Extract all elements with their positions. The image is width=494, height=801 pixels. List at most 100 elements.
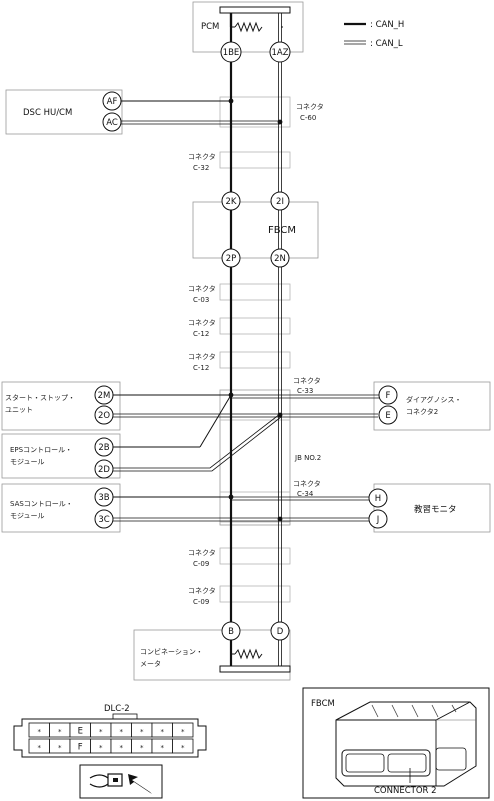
diagnosis-connector-module: ダイアグノシス・ コネクタ2 [373, 381, 491, 431]
dlc2-pin-label: * [58, 728, 62, 736]
svg-text:C-03: C-03 [193, 296, 209, 304]
fbcm-module: FBCM [192, 201, 319, 259]
dlc2-pin-label: * [161, 744, 165, 752]
junction-block-2: JB NO.2 [219, 389, 321, 526]
pin-fbcm-bot-l: 2N [274, 254, 286, 264]
dlc2-title: DLC-2 [104, 704, 130, 714]
svg-text:FBCM: FBCM [268, 225, 296, 236]
svg-text:コンビネーション・: コンビネーション・ [140, 647, 203, 656]
svg-text:JB NO.2: JB NO.2 [294, 454, 321, 462]
connector-labels: コネクタ C-60 コネクタ C-32 コネクタ C-03 コネクタ C-12 … [188, 102, 324, 606]
svg-text:C-12: C-12 [193, 330, 209, 338]
dlc2-pin-label: F [78, 743, 83, 753]
dlc2-pin-label: * [140, 728, 144, 736]
dsc-module: DSC HU/CM [5, 89, 123, 135]
dlc2-pin-label: * [120, 728, 124, 736]
svg-text:コネクタ: コネクタ [188, 586, 216, 595]
svg-text:コネクタ: コネクタ [188, 318, 216, 327]
pin-eps-h: 2B [98, 443, 109, 453]
pin-eps-l: 2D [98, 465, 110, 475]
svg-text:ダイアグノシス・: ダイアグノシス・ [406, 395, 462, 404]
pcm-module: PCM [192, 1, 304, 53]
dlc2-pin-label: * [99, 728, 103, 736]
connector-c12b [219, 351, 291, 369]
svg-text:コネクタ: コネクタ [188, 152, 216, 161]
svg-text:モジュール: モジュール [10, 458, 45, 466]
svg-text:コネクタ: コネクタ [293, 479, 321, 488]
dlc2-pin-grid: **E*******F***** [28, 722, 194, 754]
pin-diag-h: F [386, 391, 391, 401]
sas-module: SASコントロール・ モジュール [1, 483, 121, 533]
plug-illustration [79, 764, 163, 799]
connector-rectangles [219, 96, 291, 603]
svg-text:C-32: C-32 [193, 164, 209, 172]
junction-dots [228, 98, 283, 522]
dlc2-pin-label: * [58, 744, 62, 752]
pin-sas-h: 3B [98, 493, 109, 503]
connector-c12a [219, 317, 291, 335]
svg-text:C-12: C-12 [193, 364, 209, 372]
svg-text:C-09: C-09 [193, 560, 209, 568]
pin-dsc-h: AF [107, 97, 118, 107]
svg-text:コネクタ2: コネクタ2 [406, 407, 438, 416]
legend: : CAN_H : CAN_L [344, 20, 404, 49]
connector-c09a [219, 547, 291, 565]
legend-can-l: : CAN_L [370, 39, 403, 49]
pins: 1BE 1AZ AF AC 2K 2I 2P 2N 2M 2O 2B 2D 3B… [94, 41, 398, 641]
dlc2-pin-label: * [38, 744, 42, 752]
pin-ss-h: 2M [98, 391, 111, 401]
connector-c03 [219, 283, 291, 301]
svg-text:コネクタ: コネクタ [188, 352, 216, 361]
svg-text:SASコントロール・: SASコントロール・ [10, 500, 73, 508]
svg-text:コネクタ: コネクタ [188, 284, 216, 293]
svg-text:教習モニタ: 教習モニタ [414, 504, 457, 515]
dlc2-pin-label: * [38, 728, 42, 736]
svg-text:C-09: C-09 [193, 598, 209, 606]
pin-combi-l: D [277, 627, 284, 637]
start-stop-module: スタート・ストップ・ ユニット [1, 381, 121, 431]
dlc2-pin-cell [172, 722, 194, 738]
pin-pcm-l: 1AZ [271, 48, 288, 58]
dlc2-pin-label: * [161, 728, 165, 736]
can-h-wires [112, 13, 388, 666]
dlc2-pin-label: * [140, 744, 144, 752]
pin-dsc-l: AC [106, 118, 118, 128]
pin-fbcm-top-l: 2I [276, 197, 284, 207]
combination-meter-module: コンビネーション・ メータ [133, 629, 291, 681]
connector-2-caption: CONNECTOR 2 [374, 786, 437, 796]
legend-can-h: : CAN_H [370, 20, 404, 30]
pin-fbcm-bot-h: 2P [226, 254, 237, 264]
pin-combi-h: B [228, 627, 234, 637]
dlc2-pin-label: * [120, 744, 124, 752]
svg-text:モジュール: モジュール [10, 512, 45, 520]
pin-ss-l: 2O [98, 411, 110, 421]
warning-monitor-module: 教習モニタ [373, 483, 491, 533]
connector-c34 [219, 491, 291, 523]
pin-sas-l: 3C [98, 515, 109, 525]
pin-warn-h: H [375, 494, 381, 504]
svg-text:コネクタ: コネクタ [293, 376, 321, 385]
pin-pcm-h: 1BE [223, 48, 240, 58]
pcm-label: PCM [201, 22, 219, 32]
fbcm-connector-view: FBCM CONNECTOR 2 [302, 687, 490, 799]
connector-c60 [219, 96, 291, 128]
svg-text:メータ: メータ [140, 659, 161, 668]
connector-c32 [219, 151, 291, 169]
svg-text:C-34: C-34 [297, 490, 314, 498]
dlc2-connector: DLC-2 **E*******F***** [13, 704, 207, 758]
pin-warn-l: J [376, 515, 380, 525]
fbcm-view-title: FBCM [311, 699, 335, 709]
dlc2-pin-cell [172, 738, 194, 754]
connector-c09b [219, 585, 291, 603]
dlc2-pin-label: E [78, 727, 83, 737]
svg-text:C-60: C-60 [300, 114, 316, 122]
svg-text:EPSコントロール・: EPSコントロール・ [10, 446, 72, 454]
eps-module: EPSコントロール・ モジュール [1, 433, 121, 479]
dlc2-pin-label: * [99, 744, 103, 752]
svg-text:コネクタ: コネクタ [188, 548, 216, 557]
svg-text:コネクタ: コネクタ [296, 102, 324, 111]
svg-text:DSC HU/CM: DSC HU/CM [23, 108, 72, 118]
connector-c33 [219, 389, 291, 421]
pin-fbcm-top-h: 2K [226, 197, 237, 207]
